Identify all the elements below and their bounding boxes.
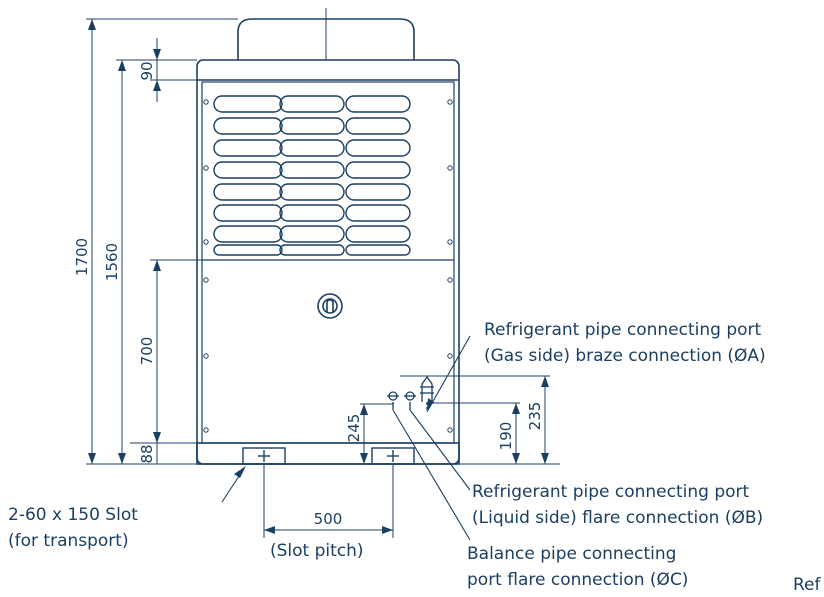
dimension-lines xyxy=(86,18,560,538)
dim-gas-height: 235 xyxy=(526,402,544,431)
balance-pipe-label-line1: Balance pipe connecting xyxy=(467,544,677,564)
pipe-ports xyxy=(387,375,434,412)
liquid-port-label-line1: Refrigerant pipe connecting port xyxy=(472,482,750,502)
front-panel xyxy=(201,81,455,444)
leader-lines xyxy=(221,335,471,541)
base-frame xyxy=(196,442,460,465)
gas-port-label-line2: (Gas side) braze connection (ØA) xyxy=(484,346,766,366)
transport-slots xyxy=(242,447,415,465)
liquid-port-label-line2: (Liquid side) flare connection (ØB) xyxy=(472,508,764,528)
gas-port-label-line1: Refrigerant pipe connecting port xyxy=(484,320,762,340)
dim-lower-section: 700 xyxy=(138,337,156,366)
dim-casing-height: 1560 xyxy=(103,243,121,281)
dim-port-height: 245 xyxy=(345,414,363,443)
air-grille xyxy=(213,95,411,256)
dim-overall-height: 1700 xyxy=(73,238,91,276)
screws xyxy=(203,99,453,433)
dim-slot-pitch-value: 500 xyxy=(314,510,343,528)
cut-off-text: Ref xyxy=(793,575,821,595)
unit-casing xyxy=(196,59,460,465)
slot-pitch-label: (Slot pitch) xyxy=(270,541,364,561)
dim-base-height: 88 xyxy=(138,444,156,463)
transport-slot-label-line2: (for transport) xyxy=(8,531,129,551)
balance-pipe-label-line2: port flare connection (ØC) xyxy=(467,570,689,590)
dim-top-offset: 90 xyxy=(138,61,156,80)
transport-slot-label-line1: 2-60 x 150 Slot xyxy=(8,505,138,525)
service-knob xyxy=(317,293,343,319)
dim-liquid-height: 190 xyxy=(497,422,515,451)
